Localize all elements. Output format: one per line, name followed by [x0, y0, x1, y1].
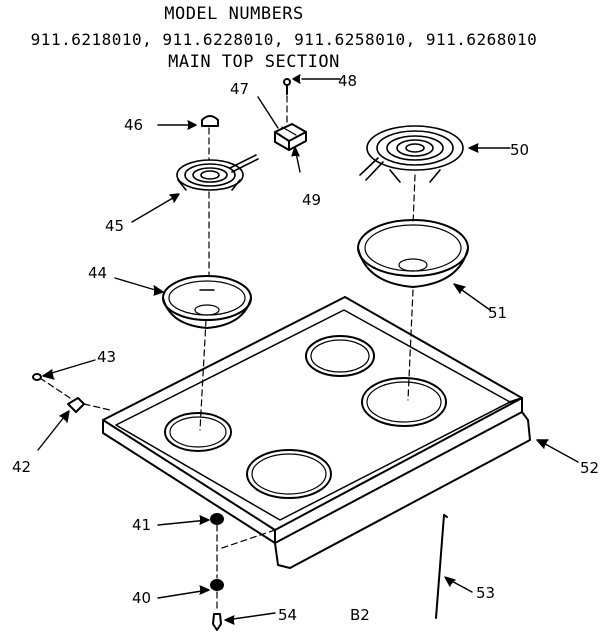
leg: [210, 579, 224, 591]
leveling-screw: [212, 613, 222, 631]
terminal-block: [274, 123, 307, 151]
small-surface-unit: [176, 154, 259, 191]
header-title: MODEL NUMBERS: [164, 4, 304, 24]
main-top-panel: [102, 296, 531, 569]
callout-51: 51: [488, 304, 507, 322]
bracket-screw: [32, 373, 42, 381]
trim-strip: [435, 514, 448, 619]
callout-47: 47: [230, 80, 249, 98]
callout-40: 40: [132, 589, 151, 607]
large-surface-unit: [359, 125, 464, 183]
callout-43: 43: [97, 348, 116, 366]
section-title: MAIN TOP SECTION: [168, 52, 340, 72]
callout-54: 54: [278, 606, 297, 624]
page-code: B2: [350, 606, 370, 624]
large-drip-bowl: [357, 219, 469, 288]
assembly-lines: [39, 95, 416, 611]
screw: [283, 78, 291, 95]
bumper: [210, 513, 224, 525]
callout-41: 41: [132, 516, 151, 534]
leader-lines: [37, 74, 579, 625]
callout-49: 49: [302, 191, 321, 209]
hinge-bracket: [67, 397, 85, 413]
small-drip-bowl: [162, 275, 252, 329]
model-numbers: 911.6218010, 911.6228010, 911.6258010, 9…: [30, 30, 538, 49]
callout-52: 52: [580, 459, 599, 477]
receptacle: [201, 115, 219, 127]
callout-48: 48: [338, 72, 357, 90]
callout-42: 42: [12, 458, 31, 476]
callout-45: 45: [105, 217, 124, 235]
callout-53: 53: [476, 584, 495, 602]
callout-44: 44: [88, 264, 107, 282]
callout-46: 46: [124, 116, 143, 134]
callout-50: 50: [510, 141, 529, 159]
